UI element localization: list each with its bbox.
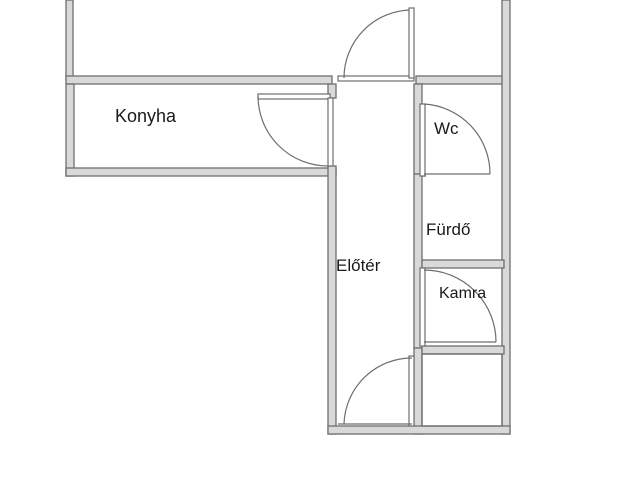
walls xyxy=(65,0,511,435)
room-label-eloter: Előtér xyxy=(336,256,381,275)
room-label-kamra: Kamra xyxy=(439,285,487,302)
wall-kamra-top xyxy=(421,259,505,269)
wall-kitchen-bottom xyxy=(65,167,337,177)
wall-top-left-vertical xyxy=(65,0,74,81)
wall-bottom xyxy=(327,425,511,435)
wall-kitchen-left xyxy=(65,83,75,177)
wall-hall-right-lower xyxy=(413,347,423,435)
room-label-wc: Wc xyxy=(434,119,459,138)
door-kitchen xyxy=(257,93,334,167)
room-label-furdo: Fürdő xyxy=(426,220,471,239)
wall-hall-left-lower xyxy=(327,165,337,435)
door-hall-bottom xyxy=(338,355,415,427)
wall-outer-right xyxy=(501,0,511,435)
wall-top-horizontal-right xyxy=(415,75,505,85)
door-kamra xyxy=(419,267,497,347)
wall-top-horizontal-left xyxy=(65,75,333,85)
wall-kamra-bottom xyxy=(421,345,505,355)
wall-storage-inner xyxy=(421,353,503,427)
doors xyxy=(257,7,497,427)
door-wc xyxy=(419,103,491,177)
door-top-entrance xyxy=(337,7,415,82)
room-label-konyha: Konyha xyxy=(115,106,177,126)
